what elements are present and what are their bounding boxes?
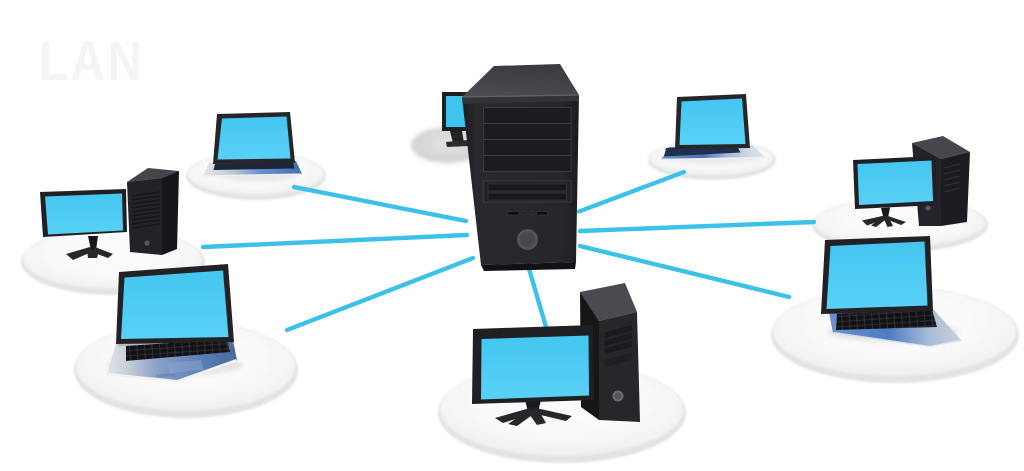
- svg-text:LAN: LAN: [39, 30, 144, 92]
